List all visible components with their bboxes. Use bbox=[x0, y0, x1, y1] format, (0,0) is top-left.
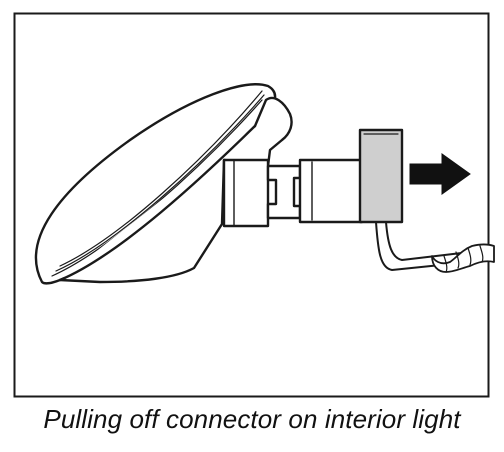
pull-direction-arrow-icon bbox=[409, 153, 471, 195]
connector-plug bbox=[266, 158, 364, 224]
light-housing bbox=[58, 96, 293, 284]
connector-wires bbox=[375, 221, 495, 273]
figure-caption: Pulling off connector on interior light bbox=[43, 404, 461, 434]
interior-light-illustration bbox=[34, 83, 495, 285]
connector-body bbox=[358, 128, 404, 224]
